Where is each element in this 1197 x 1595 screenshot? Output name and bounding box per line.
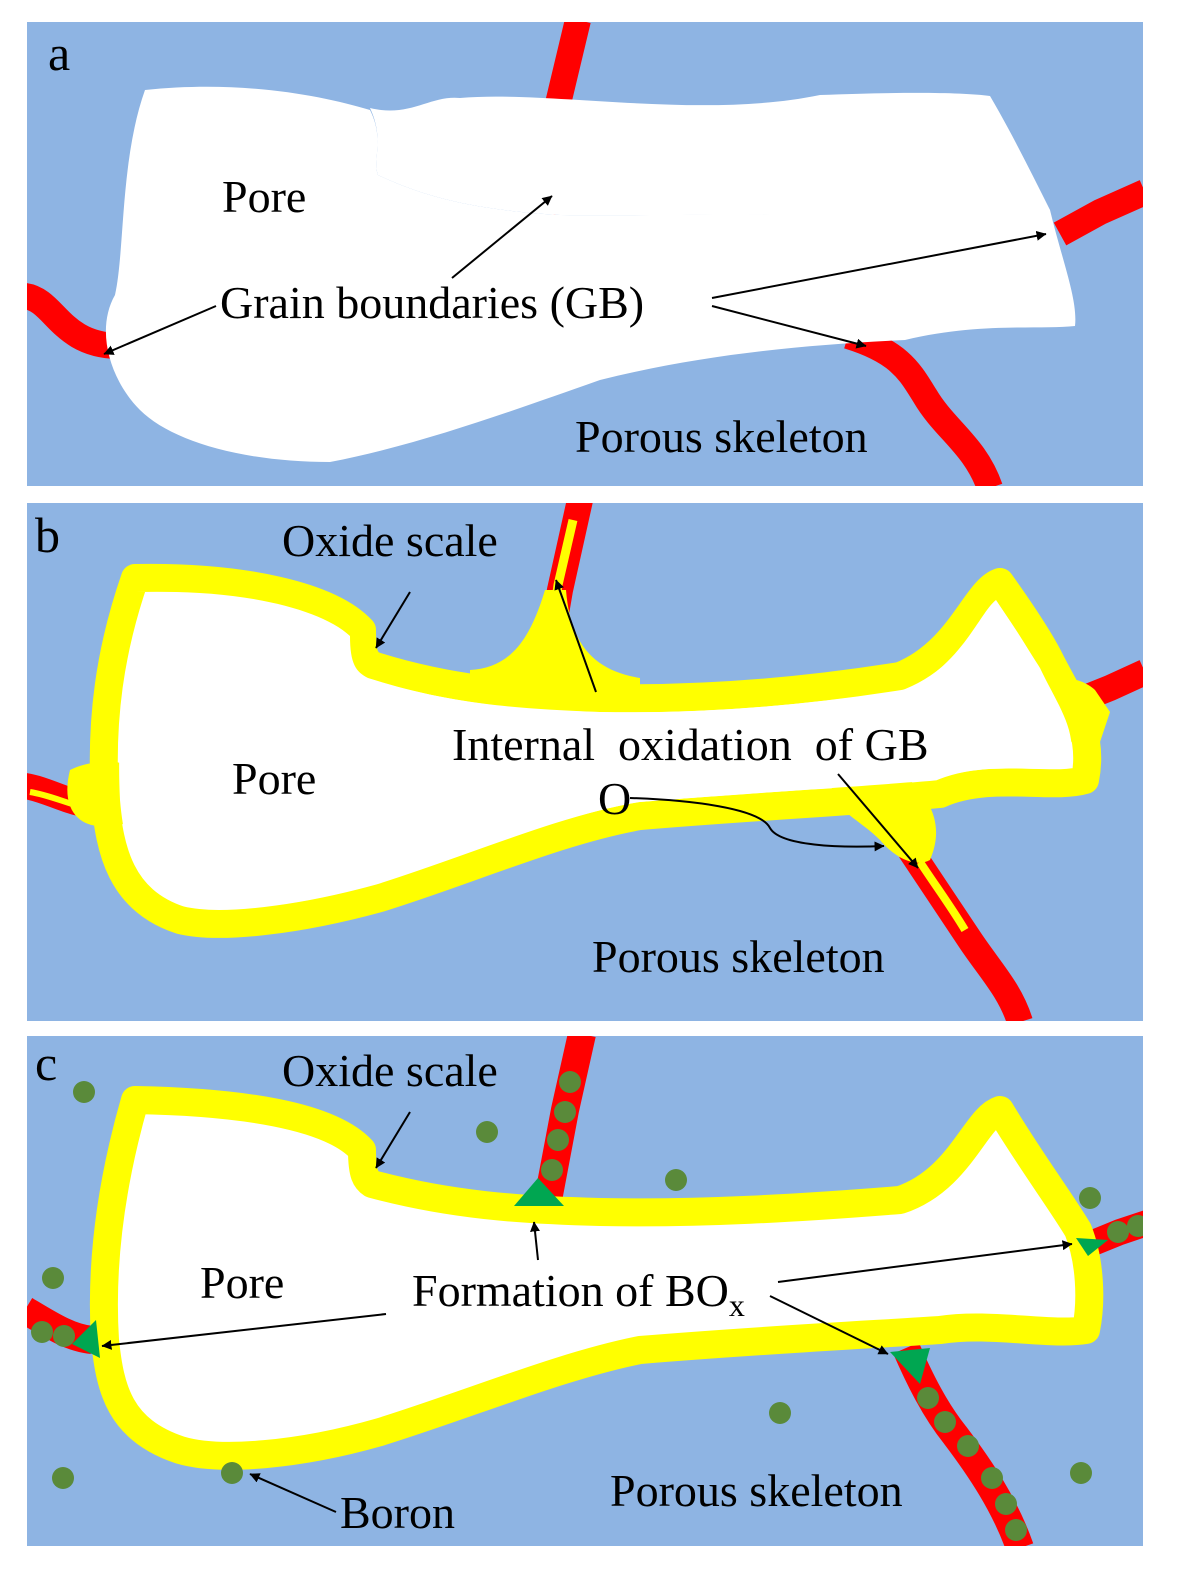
panel-a: a Pore Grain boundaries (GB) Porous skel… <box>27 22 1143 486</box>
boron-dot <box>1127 1215 1143 1237</box>
panel-b-arrow-to-gb-top <box>554 579 597 693</box>
boron-dot <box>42 1267 64 1289</box>
panel-b-letter: b <box>35 507 60 563</box>
panel-b-pore <box>119 591 1072 910</box>
panel-c-box-right <box>1076 1238 1108 1256</box>
panel-c-letter: c <box>35 1035 57 1091</box>
boron-dot <box>1079 1187 1101 1209</box>
panel-a-skeleton-label: Porous skeleton <box>575 411 868 462</box>
panel-a-letter: a <box>48 25 70 81</box>
boron-dot <box>476 1121 498 1143</box>
panel-b-arrow-oxygen <box>629 797 885 852</box>
panel-c-skeleton-label: Porous skeleton <box>610 1465 903 1516</box>
panel-c-oxide-ring <box>89 1086 1104 1470</box>
boron-dot <box>665 1169 687 1191</box>
panel-a-arrow-to-top-gb <box>451 195 553 279</box>
boron-dot <box>31 1321 53 1343</box>
panel-a-gb-left <box>27 283 119 359</box>
boron-dot <box>769 1402 791 1424</box>
boron-dot <box>53 1325 75 1347</box>
panel-b-arrow-to-oxide <box>375 591 411 649</box>
panel-a-gb-bottom <box>843 323 1003 486</box>
panel-a-pore-label: Pore <box>222 171 306 222</box>
panel-b-pore-label: Pore <box>232 753 316 804</box>
boron-dot <box>559 1071 581 1093</box>
panel-c-box-left <box>72 1320 100 1358</box>
panel-c: c Oxide scale Pore Formation of BOx Boro… <box>27 1035 1143 1546</box>
boron-dot <box>547 1129 569 1151</box>
boron-dot <box>995 1493 1017 1515</box>
panel-c-box-top <box>514 1178 564 1206</box>
boron-dot <box>73 1081 95 1103</box>
panel-a-gb-label: Grain boundaries (GB) <box>220 277 644 328</box>
panel-b-internal-oxide-bottom <box>916 859 969 933</box>
panel-c-arrow-to-box-bottom <box>769 1295 889 1355</box>
boron-dot <box>934 1411 956 1433</box>
panel-a-arrow-to-bottom-gb <box>711 305 867 349</box>
panel-c-formation-subscript: x <box>729 1287 745 1323</box>
panel-c-arrow-to-oxide <box>375 1111 411 1169</box>
panel-c-arrow-to-box-left <box>101 1313 387 1350</box>
panel-a-pore <box>105 86 1076 463</box>
boron-dot <box>541 1159 563 1181</box>
boron-dot <box>221 1462 243 1484</box>
panel-b-skeleton-label: Porous skeleton <box>592 931 885 982</box>
panel-c-boron-label: Boron <box>340 1487 455 1538</box>
panel-a-arrow-to-left-gb <box>103 305 217 355</box>
panel-b-internal-oxidation-label: Internal oxidation of GB <box>452 719 929 770</box>
panel-c-arrow-to-box-right <box>777 1240 1073 1283</box>
panel-c-arrow-to-box-top <box>530 1221 540 1261</box>
panel-b-oxide-label: Oxide scale <box>282 515 498 566</box>
boron-dot <box>1107 1221 1129 1243</box>
panel-a-pore-notch <box>370 92 1050 216</box>
panel-b-oxygen-label: O <box>598 773 631 824</box>
panel-c-box-bottom <box>890 1348 930 1384</box>
boron-dot <box>981 1467 1003 1489</box>
boron-dot <box>1005 1519 1027 1541</box>
boron-dot <box>1070 1462 1092 1484</box>
panel-c-oxide-label: Oxide scale <box>282 1045 498 1096</box>
boron-dot <box>957 1435 979 1457</box>
panel-b: b Oxide scale Internal oxidation of GB O… <box>27 503 1143 1021</box>
panel-b-arrow-to-gb-bottom <box>837 773 919 869</box>
boron-dot <box>917 1387 939 1409</box>
panel-a-gb-right <box>1053 180 1143 246</box>
panel-a-arrow-to-right-gb <box>711 230 1047 299</box>
boron-dot <box>52 1467 74 1489</box>
panel-c-formation-prefix: Formation of BO <box>412 1265 729 1316</box>
panel-c-arrow-to-boron <box>249 1473 337 1513</box>
panel-c-formation-label: Formation of BOx <box>412 1265 745 1323</box>
panel-c-pore-label: Pore <box>200 1257 284 1308</box>
panel-b-oxide-blob-top <box>470 590 640 700</box>
boron-dot <box>554 1101 576 1123</box>
